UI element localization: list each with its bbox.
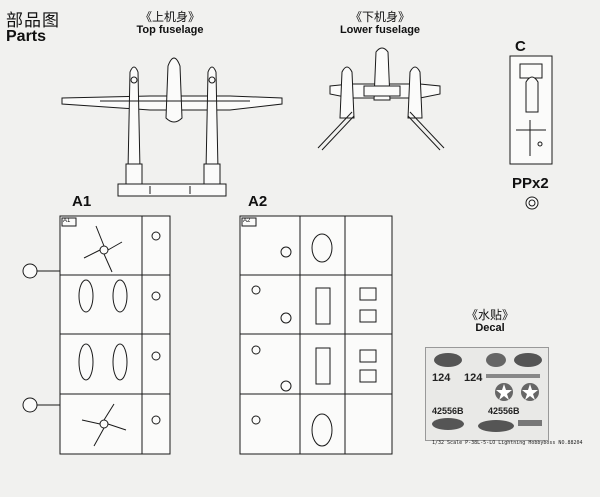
decal-number: 124 [432, 372, 451, 384]
sprue-a2-drawing [239, 215, 393, 455]
decal-caption: 1/32 Scale P-38L-5-LO Lightning Hobbybos… [432, 440, 583, 446]
decal-number: 42556B [432, 406, 464, 416]
decal-number: 124 [464, 372, 483, 384]
sprue-a2-frame-tag: A2 [243, 218, 251, 224]
decal-number: 42556B [488, 406, 520, 416]
lower-fuselage-label-en: Lower fuselage [339, 24, 421, 36]
sprue-a1-drawing [22, 215, 171, 455]
sprue-pp-label: PPx2 [512, 175, 549, 192]
sprue-c-label: C [515, 38, 526, 55]
top-fuselage-label-en: Top fuselage [136, 24, 204, 36]
sprue-a2-label: A2 [248, 193, 268, 210]
lower-fuselage-drawing [317, 47, 445, 151]
decal-art [432, 353, 542, 432]
decal-label-en: Decal [475, 322, 505, 334]
sprue-c-drawing [509, 55, 553, 165]
lower-fuselage-label-cn: 《下机身》 [349, 10, 410, 24]
decal-label-cn: 《水贴》 [465, 308, 514, 322]
sprue-a1-label: A1 [72, 193, 92, 210]
top-fuselage-drawing [61, 57, 283, 197]
top-fuselage-label-cn: 《上机身》 [139, 10, 200, 24]
page-title-en: Parts [6, 28, 47, 45]
sprue-a1-frame-tag: A1 [63, 218, 71, 224]
sprue-pp-drawing [525, 196, 539, 210]
page-title-cn: 部品图 [6, 11, 60, 31]
decal-sheet: 124 124 42556B 42556B [425, 347, 549, 441]
